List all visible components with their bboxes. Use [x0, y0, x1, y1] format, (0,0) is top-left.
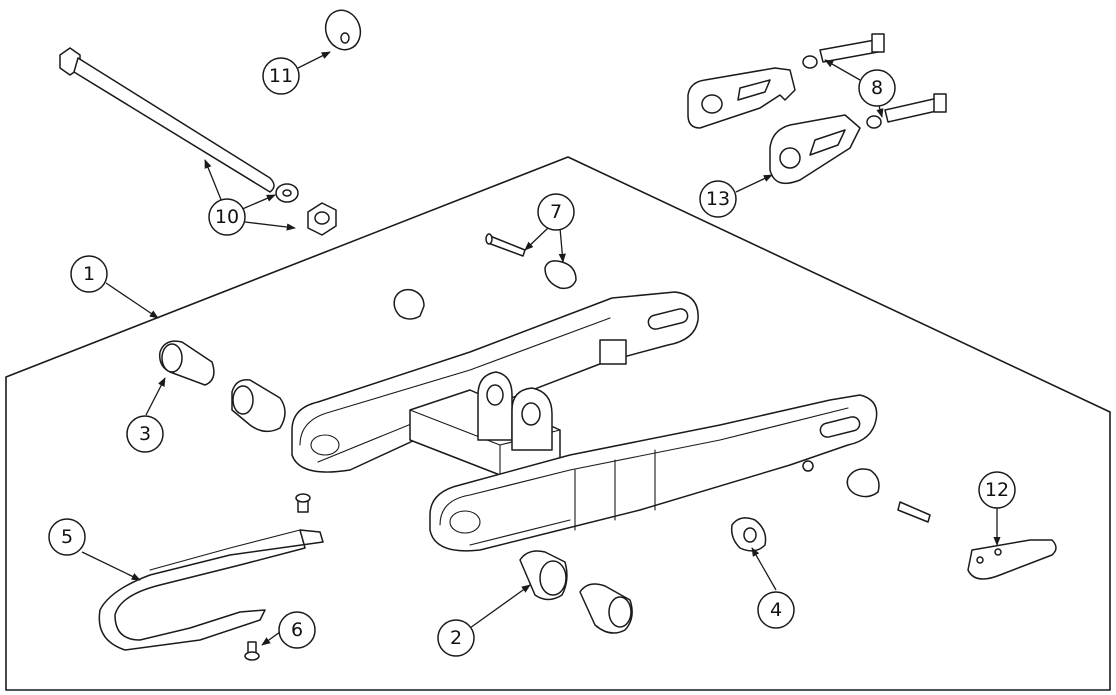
chain-adjusters — [687, 33, 947, 185]
callout-7-label: 7 — [550, 201, 562, 223]
pin-7 — [393, 233, 577, 320]
callout-6-label: 6 — [291, 619, 303, 641]
washer-11 — [324, 9, 362, 51]
callout-4-label: 4 — [770, 599, 782, 621]
callout-7: 7 — [537, 193, 575, 231]
guide-plate-12 — [967, 539, 1057, 580]
callout-8-label: 8 — [871, 77, 883, 99]
callout-13-label: 13 — [706, 188, 730, 210]
callout-5: 5 — [48, 518, 86, 556]
callout-8: 8 — [858, 69, 896, 107]
callout-4: 4 — [757, 591, 795, 629]
callout-3: 3 — [126, 415, 164, 453]
callout-1-label: 1 — [83, 263, 95, 285]
callout-2: 2 — [437, 619, 475, 657]
callout-11: 11 — [262, 57, 300, 95]
callout-1: 1 — [70, 255, 108, 293]
bushings — [158, 340, 931, 634]
callout-13: 13 — [699, 180, 737, 218]
callout-3-label: 3 — [139, 423, 151, 445]
callout-6: 6 — [278, 611, 316, 649]
callout-11-label: 11 — [269, 65, 293, 87]
axle-assembly — [59, 47, 337, 236]
callout-5-label: 5 — [61, 526, 73, 548]
callout-10: 10 — [208, 198, 246, 236]
callout-12: 12 — [978, 471, 1016, 509]
callout-12-label: 12 — [985, 479, 1009, 501]
assembly-boundary — [5, 156, 1111, 691]
callout-10-label: 10 — [215, 206, 239, 228]
swingarm — [291, 291, 878, 552]
chain-slider — [98, 493, 324, 661]
callout-2-label: 2 — [450, 627, 462, 649]
